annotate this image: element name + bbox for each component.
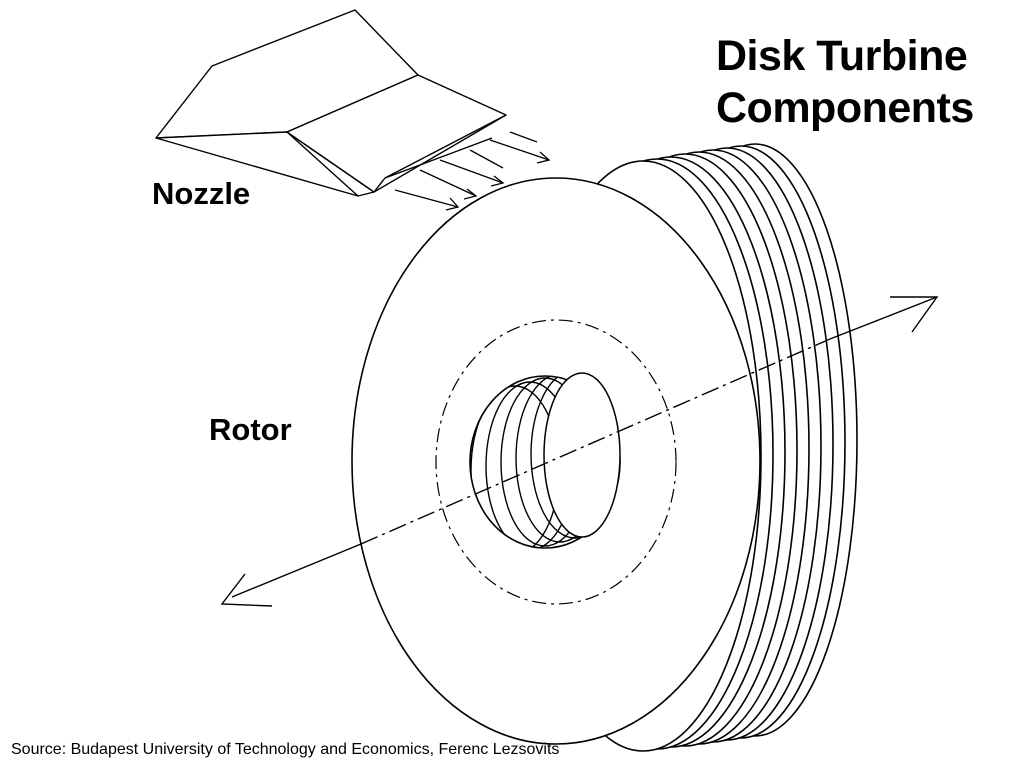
source-caption: Source: Budapest University of Technolog…: [11, 741, 560, 758]
rotor-disks: [351, 143, 858, 752]
title-line-2: Components: [716, 84, 974, 132]
title-line-1: Disk Turbine: [716, 32, 968, 80]
rotor-label: Rotor: [209, 412, 292, 447]
nozzle-jet-arrows: [394, 131, 551, 211]
nozzle-label: Nozzle: [152, 176, 251, 211]
axis-arrow-right: [890, 296, 939, 333]
axis-arrow-left: [220, 573, 273, 607]
rotor-hub: [469, 372, 621, 549]
slide-title: Disk Turbine Components: [716, 30, 1016, 134]
nozzle: [155, 9, 507, 197]
rotor-inner-ring: [435, 319, 677, 605]
rotation-axis: [220, 296, 939, 607]
